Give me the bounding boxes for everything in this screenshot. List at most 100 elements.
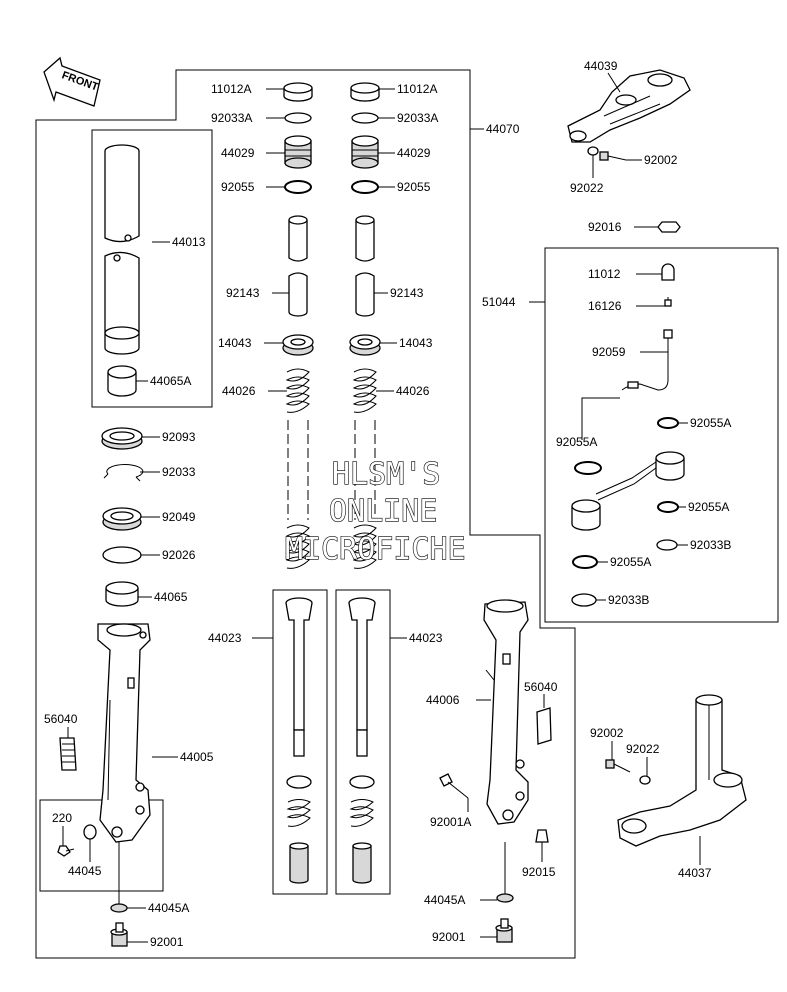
valve-16126 — [664, 297, 672, 307]
upper-bracket-44039 — [567, 69, 691, 143]
circlip-92033A-left — [284, 112, 312, 124]
leader-hose — [581, 397, 620, 440]
label-92001A: 92001A — [430, 815, 471, 829]
bolt-92001A — [439, 773, 469, 799]
washer-44045A-right — [496, 893, 514, 903]
guide-bushing-44065A — [107, 365, 137, 397]
inner-tube-44013 — [104, 144, 140, 355]
label-16126: 16126 — [588, 299, 622, 313]
label-92033A-left: 92033A — [211, 111, 252, 125]
o-ring-92055A-2 — [574, 461, 602, 475]
watermark-line-2: ONLINE — [329, 494, 437, 529]
label-44037: 44037 — [678, 866, 712, 880]
label-14043-left: 14043 — [218, 336, 252, 350]
bolt-92002-top — [599, 151, 627, 161]
label-92055-right: 92055 — [397, 180, 431, 194]
label-44026-left: 44026 — [222, 384, 256, 398]
bolt-92001-right — [495, 918, 513, 943]
label-44029-left: 44029 — [221, 146, 255, 160]
spacer-92143-left — [288, 215, 308, 317]
label-92059: 92059 — [592, 345, 626, 359]
label-44023-right: 44023 — [409, 631, 443, 645]
label-92055A-1: 92055A — [690, 416, 731, 430]
damper-rod-44023-right — [348, 597, 376, 884]
bolt-92002-bottom — [605, 759, 631, 773]
adjuster-44029-right — [351, 135, 379, 169]
label-92143-left: 92143 — [226, 286, 260, 300]
oil-seal-92049 — [102, 507, 142, 531]
label-44005: 44005 — [180, 750, 214, 764]
label-44006: 44006 — [426, 693, 460, 707]
cartridge-box-right — [335, 589, 391, 895]
circlip-92033A-right — [351, 112, 379, 124]
leader-lines — [62, 72, 701, 943]
label-92055A-4: 92055A — [610, 555, 651, 569]
label-92022-bottom: 92022 — [626, 742, 660, 756]
washer-44045 — [83, 824, 97, 840]
label-92016: 92016 — [588, 220, 622, 234]
label-44013: 44013 — [172, 235, 206, 249]
nut-92022-bottom — [639, 775, 651, 785]
bushing-44065 — [105, 581, 139, 607]
label-92033A-right: 92033A — [397, 111, 438, 125]
inner-tube-group-box — [91, 129, 213, 408]
label-92055-left: 92055 — [221, 180, 255, 194]
adjuster-44029-left — [284, 135, 312, 169]
label-92002-bottom: 92002 — [590, 726, 624, 740]
cartridge-box-left — [272, 589, 328, 895]
label-56040-left: 56040 — [44, 712, 78, 726]
label-92033B-1: 92033B — [690, 538, 731, 552]
label-92022-top: 92022 — [570, 181, 604, 195]
label-44045A-right: 44045A — [424, 893, 465, 907]
watermark-line-1: HLSM'S — [332, 457, 440, 492]
label-92055A-3: 92055A — [688, 500, 729, 514]
watermark-line-3: MICROFICHE — [285, 532, 466, 567]
o-ring-92055A-4 — [572, 555, 598, 569]
label-92002-top: 92002 — [644, 153, 678, 167]
bolt-92001-left — [110, 922, 128, 947]
hose-92059 — [621, 329, 673, 391]
o-ring-92055-right — [351, 180, 379, 194]
label-92033: 92033 — [162, 465, 196, 479]
cap-11012A-right — [350, 82, 380, 102]
label-92143-right: 92143 — [390, 286, 424, 300]
label-92049: 92049 — [162, 510, 196, 524]
plug-92015 — [535, 829, 549, 843]
circlip-92033B-1 — [656, 539, 678, 551]
circlip-92033 — [103, 464, 144, 482]
bolt-220 — [57, 845, 75, 857]
o-ring-92055A-3 — [657, 501, 679, 513]
spacer-92143-right — [355, 215, 375, 317]
cap-11012A-left — [283, 82, 313, 102]
label-92055A-2: 92055A — [556, 435, 597, 449]
label-92033B-2: 92033B — [608, 593, 649, 607]
o-ring-92055A-1 — [657, 417, 679, 429]
washer-14043-right — [349, 334, 381, 356]
balance-pipe — [571, 451, 685, 531]
label-sticker-56040-right — [536, 707, 552, 745]
washer-92026 — [102, 546, 142, 564]
main-assembly-outline — [35, 69, 576, 959]
label-44045: 44045 — [68, 864, 102, 878]
label-11012A-right: 11012A — [397, 82, 437, 96]
label-sticker-56040-left — [59, 737, 77, 771]
label-44070: 44070 — [486, 122, 520, 136]
label-44026-right: 44026 — [396, 384, 430, 398]
label-92001-right: 92001 — [432, 930, 466, 944]
label-220: 220 — [52, 811, 72, 825]
hose-kit-box — [544, 247, 779, 623]
dust-seal-92093 — [101, 427, 143, 450]
nut-92022-top — [587, 146, 599, 156]
label-92093: 92093 — [162, 430, 196, 444]
label-44029-right: 44029 — [397, 146, 431, 160]
nut-92016 — [657, 221, 681, 233]
label-44023-left: 44023 — [208, 631, 242, 645]
washer-44045A-left — [110, 903, 128, 913]
outer-tube-44005 — [97, 623, 151, 843]
outer-tube-44006 — [483, 599, 529, 825]
cap-11012 — [661, 263, 675, 281]
label-44065A: 44065A — [150, 374, 191, 388]
damper-rod-44023-left — [285, 597, 313, 884]
label-11012A-left: 11012A — [211, 82, 251, 96]
label-56040-right: 56040 — [524, 680, 558, 694]
